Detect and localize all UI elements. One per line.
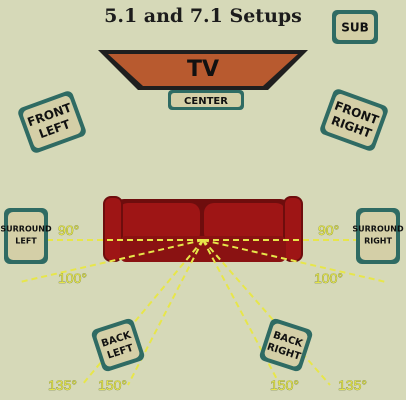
angle-back-right-150: 150°	[270, 377, 299, 393]
angle-right-90: 90°	[318, 222, 339, 238]
angle-back-left-135: 135°	[48, 377, 77, 393]
surround-left-speaker: SURROUND LEFT	[0, 208, 52, 264]
angle-left-100: 100°	[58, 270, 87, 286]
front-left-speaker: FRONT LEFT	[18, 91, 86, 153]
angle-guide-lines	[19, 239, 387, 386]
center-speaker-label: CENTER	[184, 96, 228, 107]
front-right-speaker: FRONT RIGHT	[320, 89, 388, 151]
tv-label: TV	[187, 57, 219, 82]
surround-left-speaker-line2: LEFT	[15, 237, 37, 246]
center-speaker: CENTER	[168, 90, 244, 110]
angle-back-right-135: 135°	[338, 377, 367, 393]
sub-speaker: SUB	[332, 10, 378, 44]
tv: TV	[98, 50, 308, 90]
surround-right-speaker-line2: RIGHT	[364, 237, 392, 246]
angle-back-left-150: 150°	[98, 377, 127, 393]
angle-right-100: 100°	[314, 270, 343, 286]
surround-right-speaker-line1: SURROUND	[352, 225, 404, 234]
back-left-speaker: BACK LEFT	[91, 318, 145, 372]
surround-left-speaker-line1: SURROUND	[0, 225, 52, 234]
surround-right-speaker: SURROUND RIGHT	[352, 208, 404, 264]
diagram-title: 5.1 and 7.1 Setups	[104, 5, 302, 27]
back-right-speaker: BACK RIGHT	[259, 318, 313, 372]
angle-left-90: 90°	[58, 222, 79, 238]
sub-speaker-label: SUB	[341, 21, 369, 35]
couch	[103, 196, 303, 262]
